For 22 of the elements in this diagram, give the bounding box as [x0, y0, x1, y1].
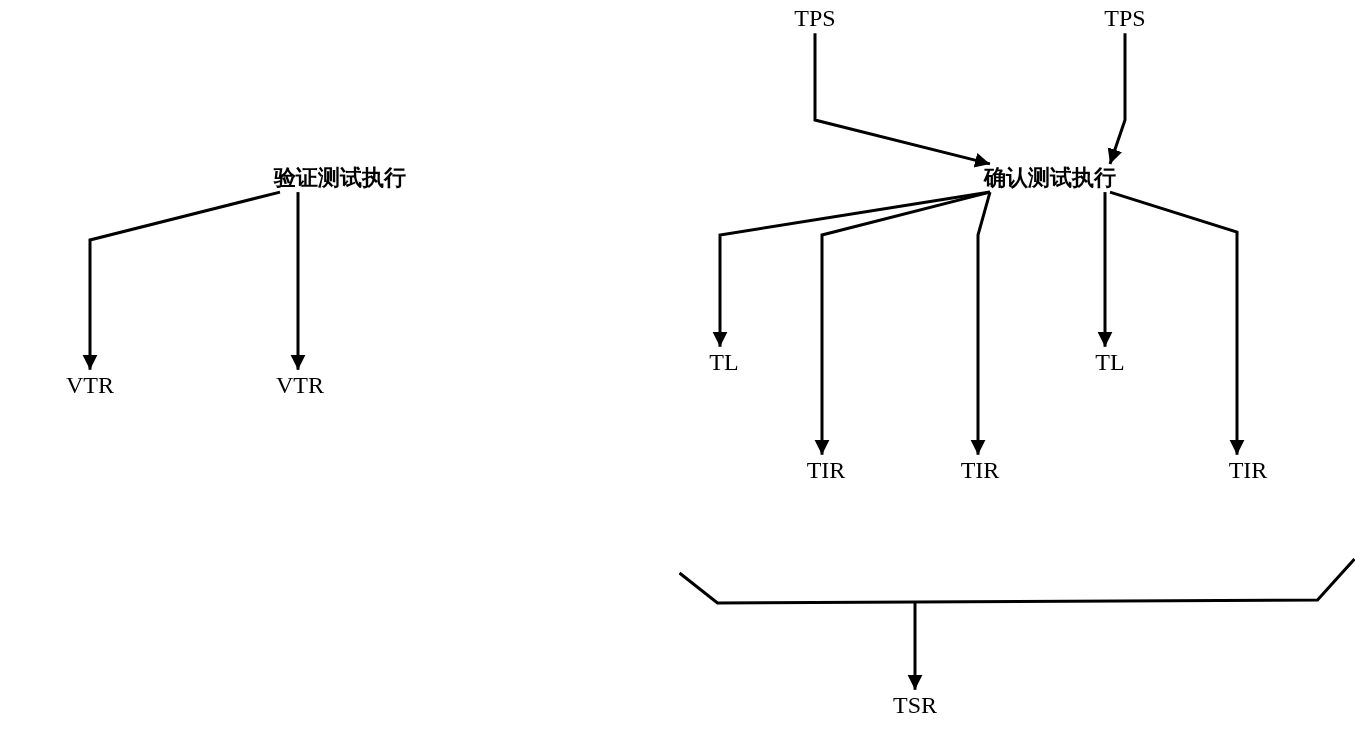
- document-label: TPS: [794, 4, 836, 32]
- document-label: TL: [1095, 348, 1125, 376]
- document-label: TPS: [1104, 4, 1146, 32]
- arrow: [1109, 190, 1245, 455]
- arrow: [290, 192, 306, 370]
- document-label: TL: [709, 348, 739, 376]
- document-label: TIR: [1228, 456, 1268, 484]
- arrow: [1107, 33, 1127, 165]
- bracket-line: [678, 558, 1355, 606]
- document-label: TSR: [893, 691, 937, 719]
- arrow: [1097, 192, 1113, 347]
- document-label: VTR: [66, 371, 114, 399]
- arrow: [82, 190, 281, 370]
- arrow: [814, 190, 991, 455]
- document-label: TIR: [806, 456, 846, 484]
- document-label: TIR: [960, 456, 1000, 484]
- heading-label: 确认测试执行: [984, 165, 1116, 191]
- arrow: [813, 33, 991, 168]
- arrow: [970, 191, 992, 455]
- heading-label: 验证测试执行: [274, 165, 406, 191]
- arrow: [907, 602, 923, 690]
- document-label: VTR: [276, 371, 324, 399]
